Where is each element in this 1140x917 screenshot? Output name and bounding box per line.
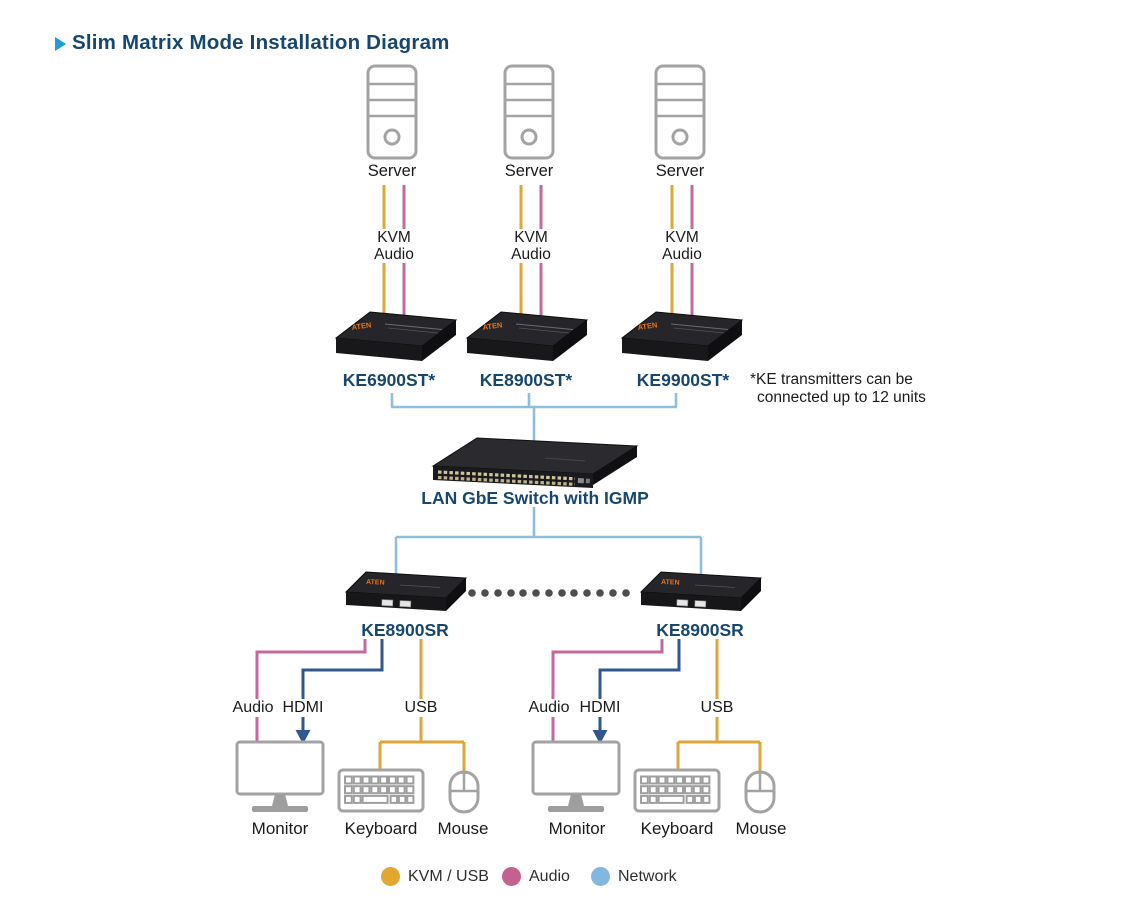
audio-out-left [255,638,367,742]
usb-out-right [676,638,762,774]
legend-item-audio: Audio [502,867,570,886]
cable-label-hdmi: HDMI [279,699,327,717]
legend-item-network: Network [591,867,677,886]
monitor-label: Monitor [548,819,606,838]
receiver-model-label: KE8900SR [653,621,747,639]
keyboard-label: Keyboard [640,819,714,838]
transmitter-model-label: KE9900ST* [633,371,733,389]
title-bullet-icon [55,37,66,51]
svg-text:ATEN: ATEN [351,320,372,332]
receiver-model-label: KE8900SR [358,621,452,639]
transmitter-device-image: ATEN [461,304,591,372]
cable-label-hdmi: HDMI [576,699,624,717]
audio-legend-dot-icon [502,867,521,886]
legend-label: KVM / USB [408,867,489,885]
legend-label: Network [618,867,677,885]
svg-text:ATEN: ATEN [637,320,658,332]
legend-item-kvm-usb: KVM / USB [381,867,489,886]
usb-out-left [378,638,466,774]
keyboard-icon [337,768,425,813]
cable-label-usb: USB [401,699,441,717]
mouse-icon [448,770,480,814]
transmitter-device-image: ATEN [330,304,460,372]
mouse-label: Mouse [735,819,787,838]
cable-label-usb: USB [697,699,737,717]
receiver-device-image: ATEN [635,560,765,622]
lan-switch-image [425,430,645,492]
page-title: Slim Matrix Mode Installation Diagram [72,31,450,54]
server-icon [366,64,418,160]
hdmi-arrow-right-icon [592,730,608,744]
svg-text:ATEN: ATEN [366,579,385,587]
transmitter-model-label: KE6900ST* [339,371,439,389]
monitor-label: Monitor [251,819,309,838]
svg-text:ATEN: ATEN [661,579,680,587]
transmitters-note: *KE transmitters can be connected up to … [750,371,926,406]
monitor-icon [235,740,325,814]
server-icon [503,64,555,160]
receiver-device-image: ATEN [340,560,470,622]
server-label: Server [655,162,705,180]
lan-switch-label: LAN GbE Switch with IGMP [418,489,652,507]
monitor-icon [531,740,621,814]
server-label: Server [367,162,417,180]
hdmi-arrow-left-icon [295,730,311,744]
keyboard-label: Keyboard [344,819,418,838]
server-label: Server [504,162,554,180]
svg-text:ATEN: ATEN [482,320,503,332]
audio-out-right [551,638,664,742]
network-lines-bottom [394,500,703,585]
server-icon [654,64,706,160]
transmitter-model-label: KE8900ST* [476,371,576,389]
network-legend-dot-icon [591,867,610,886]
mouse-icon [744,770,776,814]
cable-label-audio: Audio [525,699,573,717]
mouse-label: Mouse [437,819,489,838]
kvm-usb-legend-dot-icon [381,867,400,886]
ellipsis-dots-icon [468,589,630,597]
cable-label-audio: Audio [229,699,277,717]
network-lines-top [390,393,678,445]
legend-label: Audio [529,867,570,885]
transmitter-device-image: ATEN [616,304,746,372]
keyboard-icon [633,768,721,813]
